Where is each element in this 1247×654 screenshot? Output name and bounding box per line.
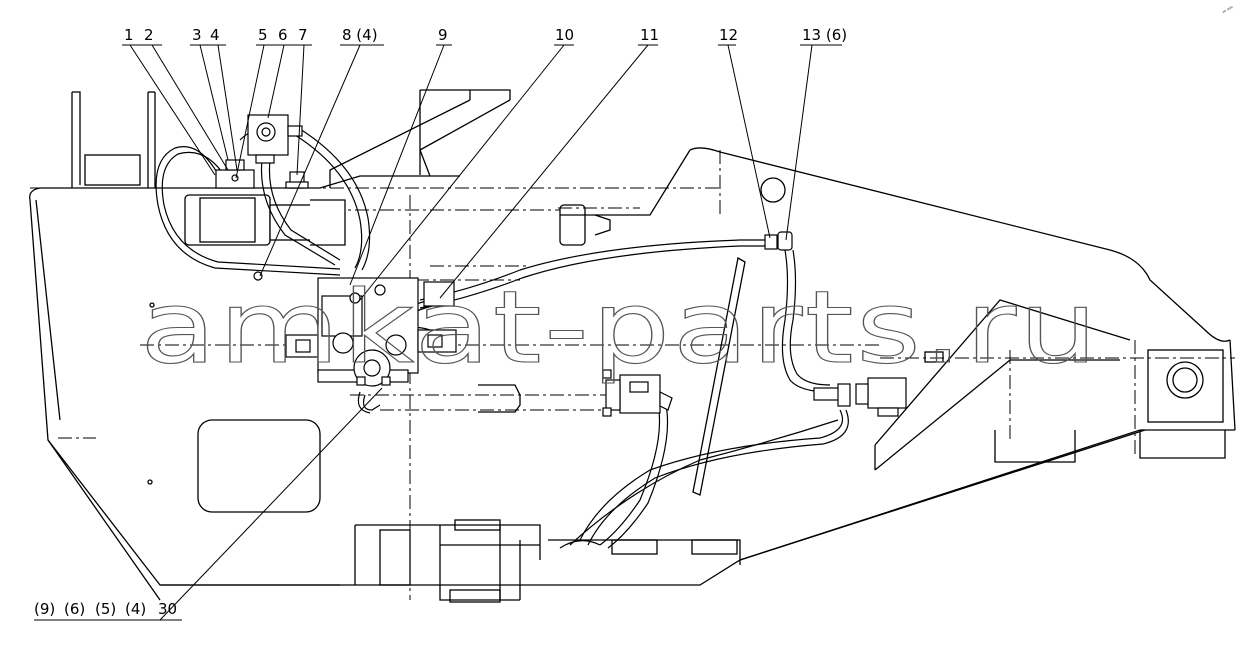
leader-lines [34, 44, 842, 621]
callout-3: 3 [192, 26, 202, 44]
callout-bottom-9: (9) [34, 600, 55, 618]
watermark: amkat-parts.ru [140, 269, 1100, 386]
callout-bottom-5: (5) [95, 600, 116, 618]
center-lines [30, 150, 1235, 600]
corner-mark: ᵃ⁰ ⁰⁰⁰ [1222, 5, 1235, 16]
callout-13: 13 (6) [802, 26, 847, 44]
callout-bottom-30: 30 [158, 600, 177, 618]
callout-9: 9 [438, 26, 448, 44]
callout-6: 6 [278, 26, 288, 44]
bottom-callouts: (9) (6) (5) (4) 30 [34, 600, 177, 618]
top-valve-block [247, 114, 309, 189]
callout-5: 5 [258, 26, 268, 44]
steering-cylinder [184, 194, 346, 246]
callout-2: 2 [144, 26, 154, 44]
callout-11: 11 [640, 26, 659, 44]
callout-bottom-4: (4) [125, 600, 146, 618]
callout-4: 4 [210, 26, 220, 44]
callout-8: 8 (4) [342, 26, 378, 44]
right-fittings [764, 231, 907, 417]
left-valve-block [215, 159, 263, 281]
distributor-valve [285, 277, 457, 387]
middle-valve-block [602, 369, 673, 417]
callout-7: 7 [298, 26, 308, 44]
callout-1: 1 [124, 26, 134, 44]
top-callouts: 1 2 3 4 5 6 7 8 (4) 9 10 11 12 13 (6) [124, 26, 847, 44]
callout-10: 10 [555, 26, 574, 44]
callout-bottom-6: (6) [64, 600, 85, 618]
callout-12: 12 [719, 26, 738, 44]
